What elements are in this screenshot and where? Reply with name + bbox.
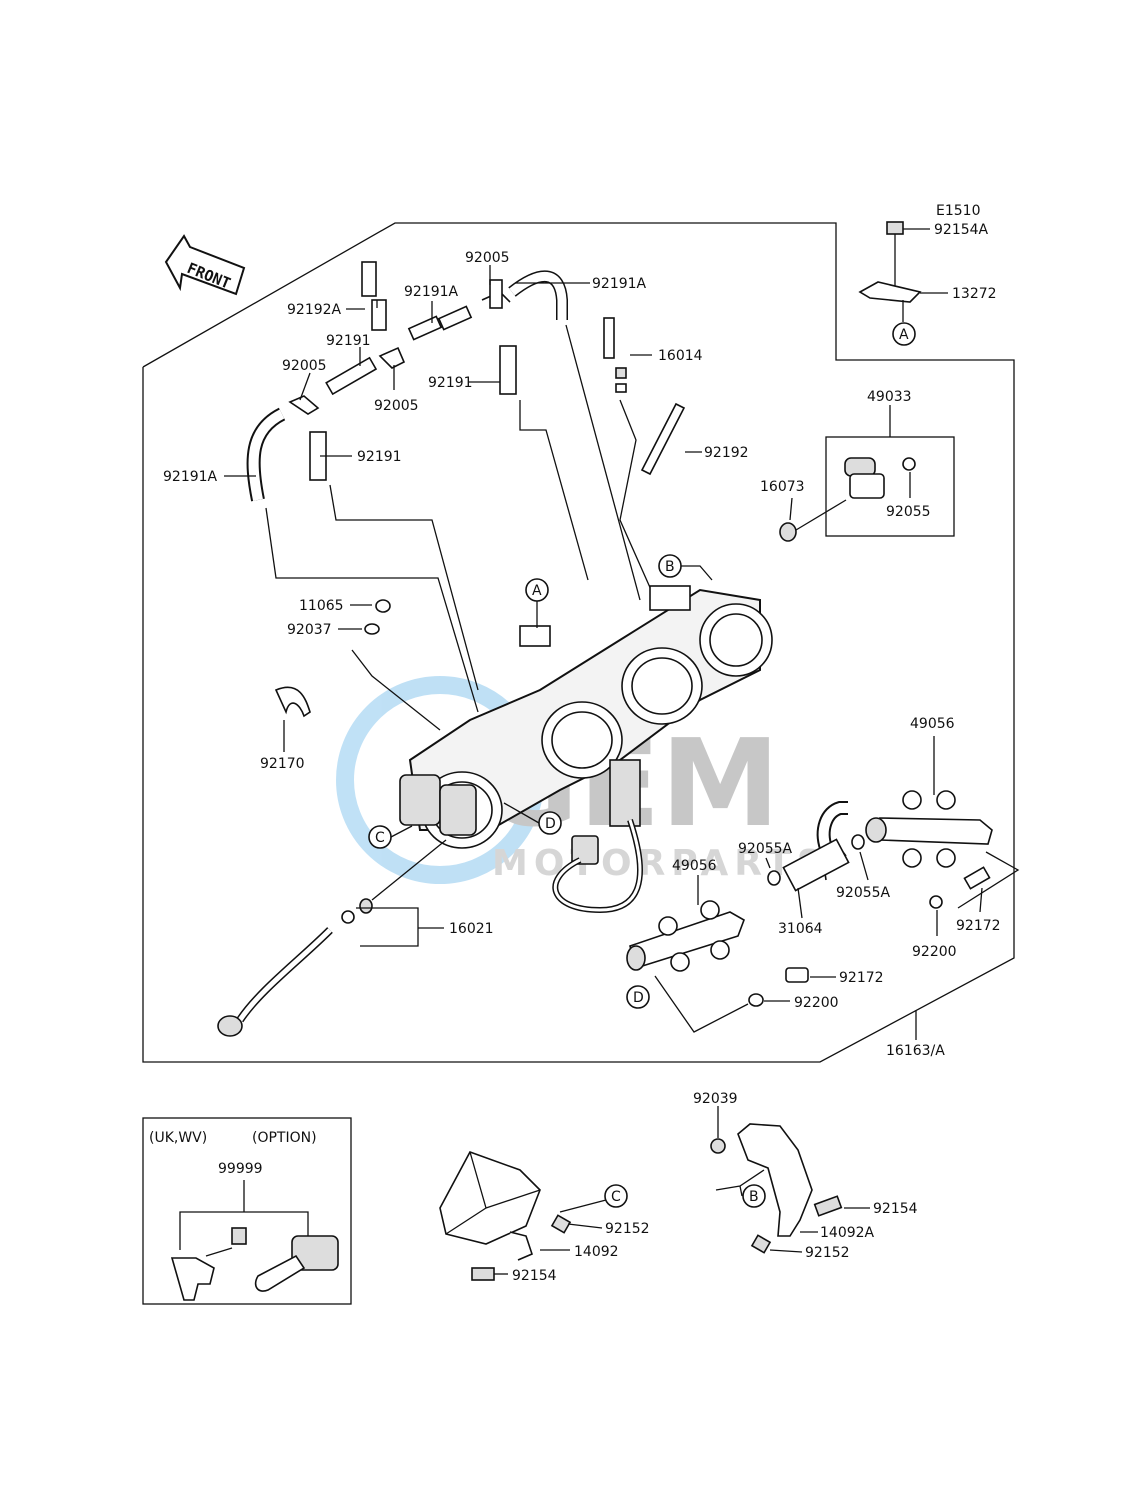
label-92191A-right: 92191A [592, 276, 647, 292]
ref-marker-b2-circle [742, 1184, 766, 1208]
inset-region: (UK,WV) [149, 1130, 207, 1146]
cover-14092 [439, 1151, 607, 1281]
ref-marker-c2-circle [604, 1184, 628, 1208]
label-16163A: 16163/A [886, 1043, 945, 1059]
bracket-13272 [858, 221, 948, 346]
label-92191-top: 92191 [326, 333, 371, 349]
label-92005-left: 92005 [282, 358, 327, 374]
label-92039: 92039 [693, 1091, 738, 1107]
label-92055A-right: 92055A [836, 885, 891, 901]
fuel-rail-upper [865, 736, 1020, 909]
label-92154-mid: 92154 [512, 1268, 557, 1284]
label-92170: 92170 [260, 756, 305, 772]
label-92192A: 92192A [287, 302, 342, 318]
label-92005-top: 92005 [465, 250, 510, 266]
ref-marker-d2: D [633, 990, 644, 1006]
vacuum-hoses [246, 261, 686, 502]
ref-marker-a-top: A [899, 327, 909, 343]
label-92200-mid: 92200 [794, 995, 839, 1011]
option-inset-box [142, 1117, 352, 1305]
label-92152-mid: 92152 [605, 1221, 650, 1237]
label-92005-mid: 92005 [374, 398, 419, 414]
label-49056-lower: 49056 [672, 858, 717, 874]
label-92192: 92192 [704, 445, 749, 461]
ref-marker-d2-circle [626, 985, 650, 1009]
label-92172-mid: 92172 [839, 970, 884, 986]
label-49056-upper: 49056 [910, 716, 955, 732]
front-arrow-icon: FRONT [164, 234, 246, 296]
pipe-31064 [765, 801, 869, 919]
fuel-rail-lower [626, 875, 749, 1033]
bolts-92172 [748, 866, 991, 1040]
throttle-body-assembly [399, 585, 773, 849]
ref-marker-d: D [545, 816, 556, 832]
label-92037: 92037 [287, 622, 332, 638]
assembly-outline [142, 222, 1015, 1063]
bracket-14092A [710, 1106, 870, 1254]
sensor-cable [552, 819, 643, 914]
label-92200-right: 92200 [912, 944, 957, 960]
ref-marker-c2: C [611, 1189, 621, 1205]
label-16014: 16014 [658, 348, 703, 364]
label-92191-lower: 92191 [357, 449, 402, 465]
cap-11065 [375, 599, 391, 613]
label-14092: 14092 [574, 1244, 619, 1260]
inset-note: (OPTION) [252, 1130, 317, 1146]
ref-marker-c: C [375, 830, 385, 846]
diagram-code: E1510 [936, 203, 980, 219]
label-92055: 92055 [886, 504, 931, 520]
label-13272: 13272 [952, 286, 997, 302]
label-14092A: 14092A [820, 1225, 875, 1241]
ref-marker-b2: B [749, 1189, 759, 1205]
label-92191-mid: 92191 [428, 375, 473, 391]
ref-marker-a: A [532, 583, 542, 599]
label-92191A-left: 92191A [163, 469, 218, 485]
option-connector [170, 1180, 339, 1301]
label-11065: 11065 [299, 598, 344, 614]
label-92191A-mid: 92191A [404, 284, 459, 300]
label-92152-right: 92152 [805, 1245, 850, 1261]
label-92172-right: 92172 [956, 918, 1001, 934]
clip-92170 [274, 686, 311, 718]
label-92055A-left: 92055A [738, 841, 793, 857]
label-92154-right: 92154 [873, 1201, 918, 1217]
wire-16021 [217, 839, 447, 1037]
ref-marker-b: B [665, 559, 675, 575]
box-49033 [825, 436, 955, 537]
label-16073: 16073 [760, 479, 805, 495]
label-99999: 99999 [218, 1161, 263, 1177]
label-92154A: 92154A [934, 222, 989, 238]
label-31064: 31064 [778, 921, 823, 937]
label-49033: 49033 [867, 389, 912, 405]
clamp-92037 [364, 623, 380, 635]
label-16021: 16021 [449, 921, 494, 937]
leader-lines [224, 265, 702, 731]
sensor-49033 [779, 457, 916, 542]
